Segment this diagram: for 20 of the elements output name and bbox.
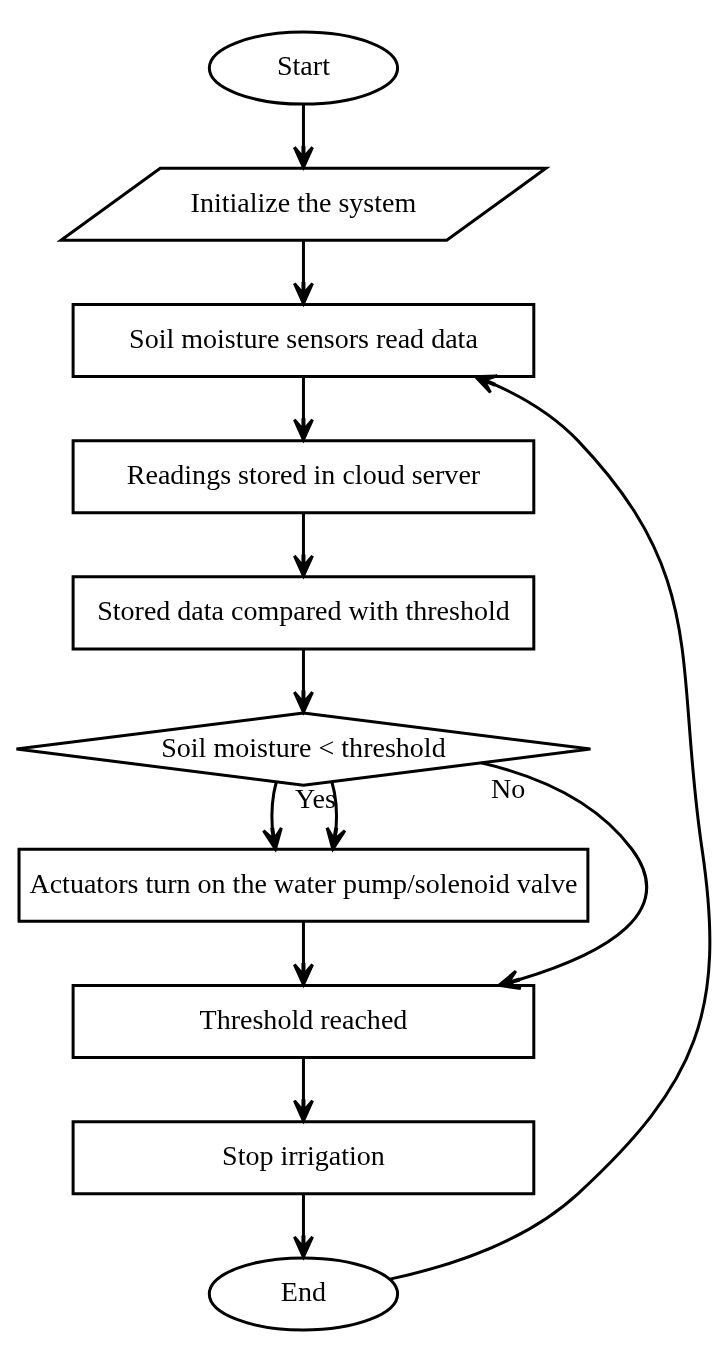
arrow	[292, 1194, 314, 1259]
arrow	[292, 104, 314, 169]
arrow	[292, 649, 314, 714]
arrow	[292, 241, 314, 306]
arrow	[292, 513, 314, 578]
arrow	[292, 922, 314, 987]
node-box: Soil moisture sensors read data	[71, 302, 536, 379]
arrow	[262, 781, 283, 851]
node-ellipse: End	[207, 1256, 400, 1332]
arrow	[389, 374, 712, 1281]
node-box: Actuators turn on the water pump/solenoid valve	[17, 847, 590, 923]
arrow	[292, 377, 314, 442]
node-box: Readings stored in cloud server	[71, 439, 536, 515]
arrow	[292, 1058, 314, 1123]
node-ellipse: Start	[207, 30, 400, 106]
node-box: Stop irrigation	[71, 1120, 536, 1196]
arrow	[325, 781, 347, 851]
arrow	[480, 761, 648, 991]
node-box: Stored data compared with threshold	[71, 575, 536, 651]
node-box: Threshold reached	[71, 983, 536, 1060]
